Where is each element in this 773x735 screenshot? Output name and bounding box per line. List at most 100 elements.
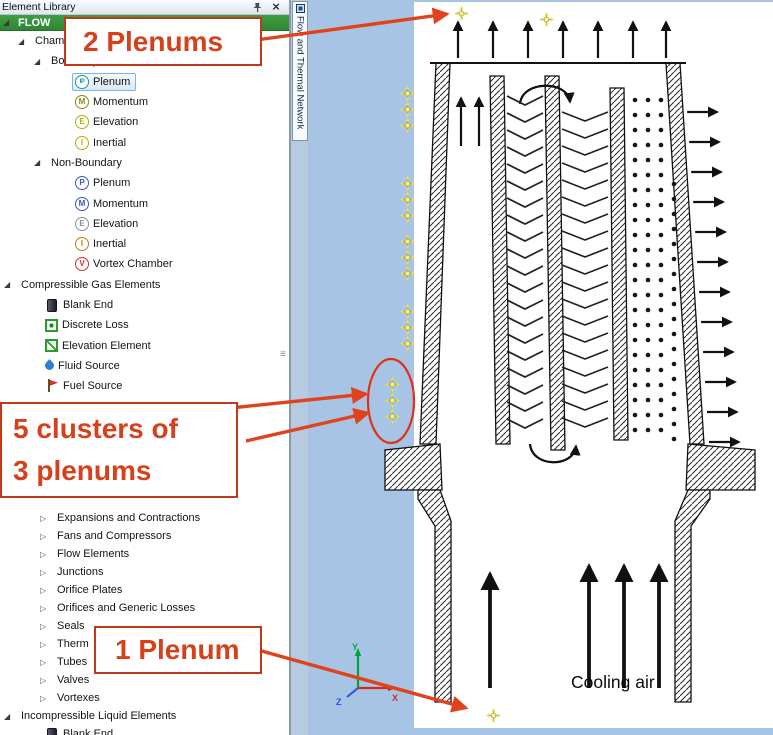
tab-flow-and-thermal-network[interactable]: Flow and Thermal Network — [292, 1, 308, 141]
pin-fin-dot — [632, 307, 638, 313]
expander-icon[interactable] — [40, 550, 54, 559]
tree-item-elevation-element[interactable]: Elevation Element — [0, 335, 289, 355]
tree-item-vortex-chamber[interactable]: V Vortex Chamber — [0, 254, 289, 274]
pin-fin-dot — [671, 301, 677, 307]
tree-item-content: Fans and Compressors — [54, 528, 177, 544]
pin-fin-dot — [645, 157, 651, 163]
plenum-node-icon[interactable] — [385, 409, 400, 424]
tree-item-plenum[interactable]: IP Plenum — [0, 72, 289, 92]
plenum-node-icon[interactable] — [400, 102, 415, 117]
tree-item-momentum[interactable]: M Momentum — [0, 92, 289, 112]
expander-icon[interactable] — [40, 532, 54, 541]
plenum-node-icon[interactable] — [400, 176, 415, 191]
expander-icon[interactable] — [40, 568, 54, 577]
tree-item-seals[interactable]: Seals — [0, 617, 289, 635]
tree-item-compressible-gas-elements[interactable]: Compressible Gas Elements — [0, 275, 289, 295]
tree-item-label: Momentum — [93, 197, 149, 210]
plenum-node-icon[interactable] — [400, 304, 415, 319]
tree-item-flow-elements[interactable]: Flow Elements — [0, 545, 289, 563]
pin-fin-dot — [645, 397, 651, 403]
rib-chevron — [506, 231, 544, 242]
tree-item-inertial[interactable]: I Inertial — [0, 234, 289, 254]
tree-item-label: Fluid Source — [58, 359, 120, 372]
tree-item-non-boundary[interactable]: Non-Boundary — [0, 153, 289, 173]
pin-icon[interactable] — [251, 1, 263, 13]
expander-icon[interactable] — [40, 640, 54, 649]
tree-item-discrete-loss[interactable]: Discrete Loss — [0, 315, 289, 335]
tree-item-tubes[interactable]: Tubes — [0, 653, 289, 671]
plenum-node-icon[interactable] — [400, 320, 415, 335]
tree-item-vortexes[interactable]: Vortexes — [0, 689, 289, 707]
elevation-icon: E — [75, 115, 89, 130]
panel-titlebar: Element Library × — [0, 0, 289, 15]
expander-icon[interactable] — [40, 676, 54, 685]
plenum-node-icon[interactable] — [400, 250, 415, 265]
tree-item-blank-end[interactable]: Blank End — [0, 725, 289, 735]
tree-item-orifices-and-generic-losses[interactable]: Orifices and Generic Losses — [0, 599, 289, 617]
rib-chevron — [561, 366, 609, 377]
splitter-grip[interactable] — [280, 349, 286, 360]
tree-item-content: Discrete Loss — [42, 317, 135, 334]
tree-item-momentum[interactable]: M Momentum — [0, 193, 289, 213]
pin-fin-dot — [632, 427, 638, 433]
tree-item-valves[interactable]: Valves — [0, 671, 289, 689]
expander-icon[interactable] — [4, 280, 18, 289]
tree-item-incompressible-liquid-elements[interactable]: Incompressible Liquid Elements — [0, 707, 289, 725]
tree-item-orifice-plates[interactable]: Orifice Plates — [0, 581, 289, 599]
tree-item-content: Compressible Gas Elements — [18, 277, 166, 293]
rib-chevron — [506, 163, 544, 174]
expander-icon[interactable] — [40, 622, 54, 631]
tree-item-label: Momentum — [93, 96, 149, 109]
expander-icon[interactable] — [40, 514, 54, 523]
tree-item-inertial[interactable]: I Inertial — [0, 132, 289, 152]
rib-chevron — [561, 213, 609, 224]
plenum-node-icon[interactable] — [385, 377, 400, 392]
plenum-node-icon[interactable] — [400, 118, 415, 133]
plenum-node-icon[interactable] — [400, 192, 415, 207]
expander-icon[interactable] — [40, 604, 54, 613]
plenum-node-icon[interactable] — [400, 234, 415, 249]
expander-icon[interactable] — [34, 158, 48, 167]
network-canvas[interactable]: Cooling air Y X Z — [308, 0, 773, 735]
expander-icon[interactable] — [40, 694, 54, 703]
tree-item-label: Inertial — [93, 136, 127, 149]
tree-item-fuel-source[interactable]: Fuel Source — [0, 376, 289, 396]
tree-item-elevation[interactable]: E Elevation — [0, 112, 289, 132]
expander-icon[interactable] — [4, 712, 18, 721]
expander-icon[interactable] — [18, 37, 32, 46]
plenum-node-icon[interactable] — [400, 336, 415, 351]
pin-fin-dot — [645, 337, 651, 343]
rib-chevron — [506, 129, 544, 140]
pin-fin-dot — [645, 232, 651, 238]
plenum-node-icon[interactable] — [400, 86, 415, 101]
tree-item-label: Orifices and Generic Losses — [57, 602, 196, 615]
expander-icon[interactable] — [3, 18, 17, 27]
expander-icon[interactable] — [40, 586, 54, 595]
plenum-node-icon[interactable] — [400, 208, 415, 223]
tree-item-content: Vortexes — [54, 690, 106, 706]
tree-item-expansions-and-contractions[interactable]: Expansions and Contractions — [0, 509, 289, 527]
tree-item-content: I Inertial — [72, 235, 132, 253]
tree-item-plenum[interactable]: P Plenum — [0, 173, 289, 193]
expander-icon[interactable] — [34, 57, 48, 66]
plenum-node-icon[interactable] — [385, 393, 400, 408]
tree-item-junctions[interactable]: Junctions — [0, 563, 289, 581]
pin-fin-dot — [658, 382, 664, 388]
tree-item-therm[interactable]: Therm — [0, 635, 289, 653]
tree-item-blank-end[interactable]: Blank End — [0, 295, 289, 315]
tree-item-content: Orifice Plates — [54, 582, 128, 598]
tree-item-fans-and-compressors[interactable]: Fans and Compressors — [0, 527, 289, 545]
tree-item-fluid-source[interactable]: Fluid Source — [0, 356, 289, 376]
pin-fin-dot — [658, 112, 664, 118]
expander-icon[interactable] — [40, 658, 54, 667]
callout-5-clusters: 5 clusters of 3 plenums — [0, 402, 238, 498]
rib-chevron — [561, 196, 609, 207]
tree-item-elevation[interactable]: E Elevation — [0, 214, 289, 234]
close-icon[interactable]: × — [272, 0, 280, 14]
plenum-node-icon[interactable] — [400, 266, 415, 281]
rib-chevron — [561, 383, 609, 394]
tree-item-content: Tubes — [54, 654, 93, 670]
pin-fin-dot — [632, 292, 638, 298]
blankend-icon — [47, 727, 57, 735]
element-library-panel: Element Library × FLOW Chambers Boundary… — [0, 0, 290, 735]
